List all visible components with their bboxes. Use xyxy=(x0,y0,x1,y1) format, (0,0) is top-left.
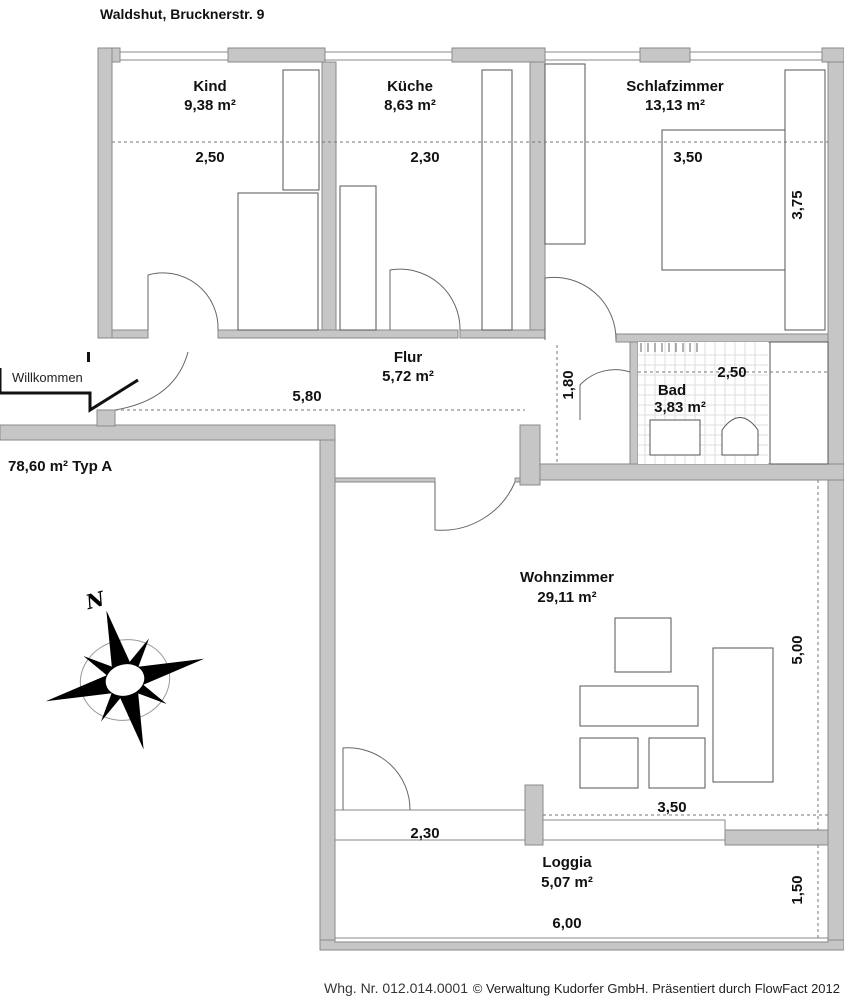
room-dim2-flur: 1,80 xyxy=(560,370,577,399)
room-area-bad: 3,83 m² xyxy=(654,399,706,416)
furniture xyxy=(237,63,829,789)
room-name-flur: Flur xyxy=(394,349,422,366)
room-dim-kind: 2,50 xyxy=(195,149,224,166)
room-name-kind: Kind xyxy=(193,78,226,95)
room-dim-kueche: 2,30 xyxy=(410,149,439,166)
apartment-summary: 78,60 m² Typ A xyxy=(8,458,112,475)
doors xyxy=(114,268,631,811)
room-dim3-wohnzimmer: 2,30 xyxy=(410,825,439,842)
room-area-kind: 9,38 m² xyxy=(184,97,236,114)
room-dim2-schlafzimmer: 3,75 xyxy=(789,190,806,219)
entrance-label: Willkommen xyxy=(12,370,83,385)
copyright: © Verwaltung Kudorfer GmbH. Präsentiert … xyxy=(473,981,840,996)
page-title: Waldshut, Brucknerstr. 9 xyxy=(100,6,265,22)
room-name-loggia: Loggia xyxy=(542,854,592,871)
dimension-lines xyxy=(112,141,828,938)
room-area-loggia: 5,07 m² xyxy=(541,874,593,891)
room-area-schlafzimmer: 13,13 m² xyxy=(645,97,705,114)
room-dim-schlafzimmer: 3,50 xyxy=(673,149,702,166)
compass-rose-icon xyxy=(45,610,205,750)
room-dim-wohnzimmer: 3,50 xyxy=(657,799,686,816)
room-name-schlafzimmer: Schlafzimmer xyxy=(626,78,724,95)
unit-number: Whg. Nr. 012.014.0001 xyxy=(324,980,468,996)
room-name-wohnzimmer: Wohnzimmer xyxy=(520,569,614,586)
room-area-flur: 5,72 m² xyxy=(382,368,434,385)
room-name-kueche: Küche xyxy=(387,78,433,95)
room-name-bad: Bad xyxy=(658,382,686,399)
room-dim2-loggia: 1,50 xyxy=(789,875,806,904)
room-area-wohnzimmer: 29,11 m² xyxy=(537,589,596,606)
room-dim-flur: 5,80 xyxy=(292,388,321,405)
room-dim2-wohnzimmer: 5,00 xyxy=(789,635,806,664)
walls xyxy=(0,47,844,951)
room-area-kueche: 8,63 m² xyxy=(384,97,436,114)
room-dim-loggia: 6,00 xyxy=(552,915,581,932)
compass-north-label: N xyxy=(82,586,108,614)
room-dim-bad: 2,50 xyxy=(717,364,746,381)
